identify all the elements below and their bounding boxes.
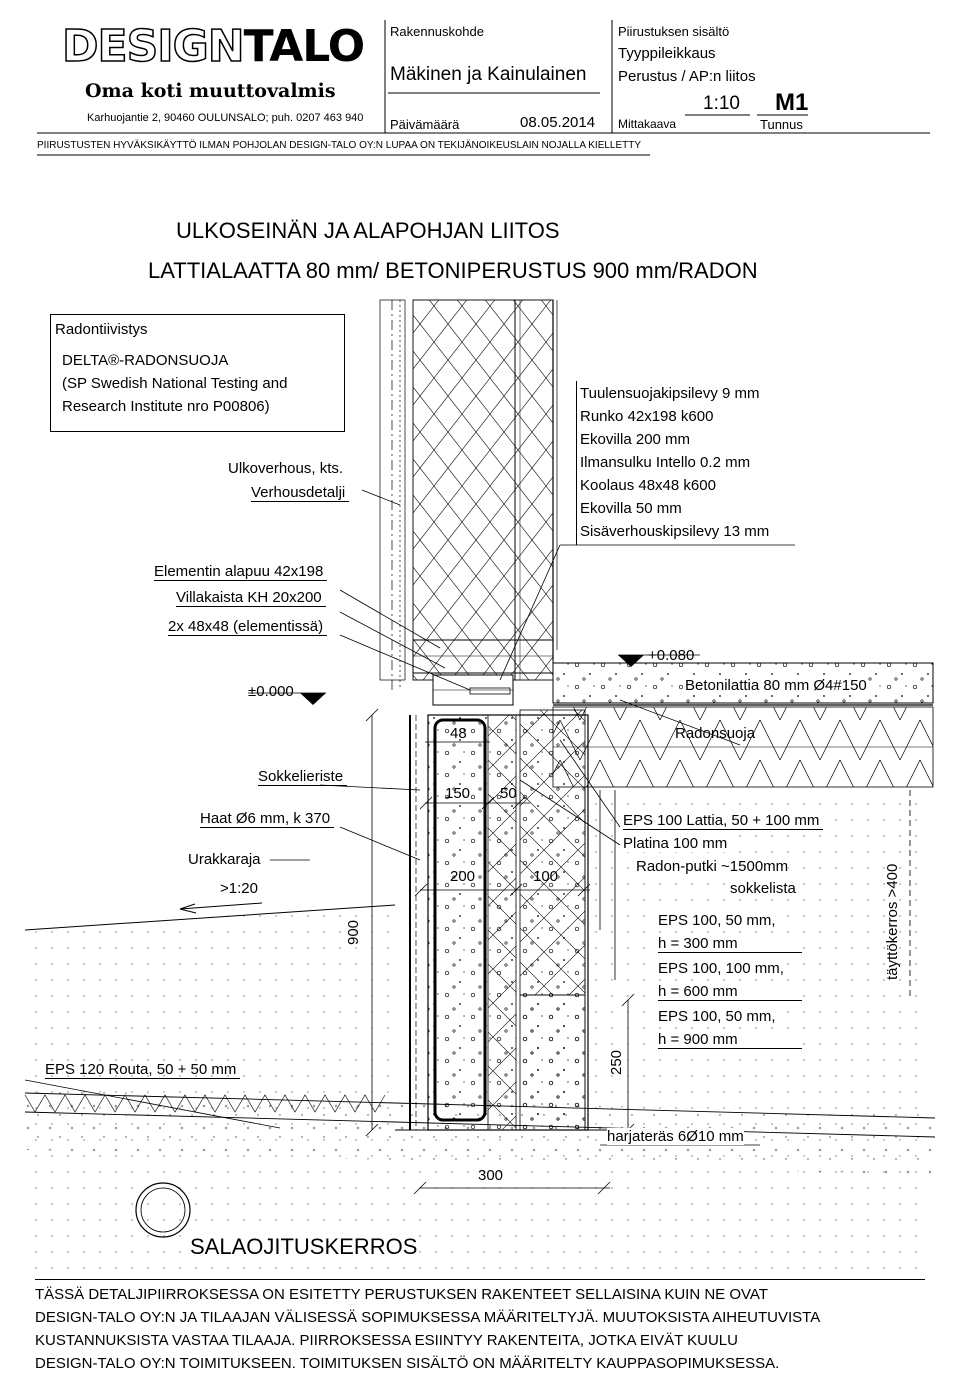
copyright-notice: PIIRUSTUSTEN HYVÄKSIKÄYTTÖ ILMAN POHJOLA… [37, 140, 642, 151]
eps-c-line1: EPS 100, 50 mm, [658, 1008, 776, 1025]
contents-line1: Tyyppileikkaus [618, 45, 716, 62]
footer-line-3: KUSTANNUKSISTA VASTAA TILAAJA. PIIRROKSE… [35, 1332, 738, 1349]
wool-strip-label: Villakaista KH 20x200 [176, 589, 326, 607]
wall-layer-2: Runko 42x198 k600 [580, 408, 714, 425]
cladding-label-1: Ulkoverhous, kts. [228, 460, 344, 477]
ground-line [24, 904, 396, 931]
wall-layer-5: Koolaus 48x48 k600 [580, 477, 716, 494]
date-label: Päivämäärä [390, 117, 460, 132]
wall-layer-4: Ilmansulku Intello 0.2 mm [580, 454, 751, 471]
radon-product: DELTA®-RADONSUOJA [62, 352, 229, 369]
floor-insulation [552, 706, 934, 788]
title-block-frame [37, 20, 930, 156]
wall-layer-3: Ekovilla 200 mm [580, 431, 691, 448]
rebar-label: harjateräs 6Ø10 mm [607, 1128, 744, 1145]
logo-design-text: DESIGN [61, 21, 245, 72]
cladding-label-2: Verhousdetalji [251, 484, 350, 502]
dim-200: 200 [450, 868, 476, 885]
wall-layer-6: Ekovilla 50 mm [580, 500, 682, 517]
contents-label: Piirustuksen sisältö [618, 24, 730, 39]
footer-rule [35, 1279, 925, 1280]
concrete-floor-label: Betonilattia 80 mm Ø4#150 [685, 677, 867, 694]
frost-insulation-label: EPS 120 Routa, 50 + 50 mm [45, 1061, 241, 1079]
scale-label: Mittakaava [618, 117, 677, 131]
drainage-layer-label: SALAOJITUSKERROS [190, 1234, 418, 1260]
wall-section [379, 299, 558, 690]
drawing-id-label: Tunnus [760, 117, 803, 132]
slope-label: >1:20 [220, 880, 258, 897]
contract-limit-label: Urakkaraja [188, 851, 261, 868]
radon-heading: Radontiivistys [55, 321, 148, 338]
dimension-lines [24, 489, 795, 1195]
radon-certifier-1: (SP Swedish National Testing and [62, 375, 288, 392]
level-zero-label: ±0.000 [248, 683, 294, 700]
eps-floor-label: EPS 100 Lattia, 50 + 100 mm [623, 812, 824, 830]
eps-b-line2: h = 600 mm [658, 983, 802, 1001]
dim-300: 300 [478, 1167, 504, 1184]
wall-layers-list: Tuulensuojakipsilevy 9 mm Runko 42x198 k… [580, 385, 769, 546]
dim-250: 250 [608, 1049, 625, 1075]
dim-150: 150 [445, 785, 471, 802]
floor-level-label: +0.080 [648, 647, 695, 664]
drawing-title-line1: ULKOSEINÄN JA ALAPOHJAN LIITOS [176, 218, 560, 243]
battens-label: 2x 48x48 (elementissä) [168, 618, 328, 636]
logo-talo-text: TALO [243, 21, 366, 72]
dim-900: 900 [345, 919, 362, 945]
company-slogan: Oma koti muuttovalmis [85, 80, 336, 102]
radon-box [50, 314, 345, 432]
eps-b-line1: EPS 100, 100 mm, [658, 960, 784, 977]
fill-layer-label: täyttökerros >400 [884, 863, 901, 980]
hooks-label: Haat Ø6 mm, k 370 [200, 810, 335, 828]
radon-pipe-label-2: sokkelista [730, 880, 796, 897]
dim-48: 48 [450, 725, 467, 742]
contents-line2: Perustus / AP:n liitos [618, 68, 756, 85]
radon-pipe-label-1: Radon-putki ~1500mm [636, 858, 789, 875]
project-value: Mäkinen ja Kainulainen [390, 64, 587, 85]
drawing-title-line2: LATTIALAATTA 80 mm/ BETONIPERUSTUS 900 m… [148, 258, 758, 283]
foundation-wall [409, 709, 589, 1131]
drain-pipe [135, 1182, 191, 1238]
wall-layer-1: Tuulensuojakipsilevy 9 mm [580, 385, 760, 402]
platina-label: Platina 100 mm [623, 835, 728, 852]
plinth-insulation-label: Sokkelieriste [258, 768, 348, 786]
date-value: 08.05.2014 [520, 114, 596, 131]
slope-arrow [179, 902, 263, 914]
wall-layer-7: Sisäverhouskipsilevy 13 mm [580, 523, 770, 540]
scale-value: 1:10 [703, 93, 740, 114]
eps-stepped-insulation [584, 790, 616, 1130]
footer-line-1: TÄSSÄ DETALJIPIIRROKSESSA ON ESITETTY PE… [35, 1286, 768, 1303]
drawing-id-value: M1 [775, 89, 809, 116]
eps-c-line2: h = 900 mm [658, 1031, 802, 1049]
eps-a-line1: EPS 100, 50 mm, [658, 912, 776, 929]
dim-100: 100 [533, 868, 559, 885]
wall-layers-bracket [576, 381, 577, 545]
company-address: Karhuojantie 2, 90460 OULUNSALO; puh. 02… [87, 112, 364, 124]
footer-line-2: DESIGN-TALO OY:N JA TILAAJAN VÄLISESSÄ S… [35, 1309, 821, 1326]
floor-slab [552, 662, 934, 706]
element-bottom-label: Elementin alapuu 42x198 [154, 563, 328, 581]
project-label: Rakennuskohde [390, 24, 484, 39]
radon-certifier-2: Research Institute nro P00806) [62, 398, 270, 415]
company-logo: DESIGNTALO [61, 21, 366, 80]
eps-a-line2: h = 300 mm [658, 935, 802, 953]
radon-barrier-label: Radonsuoja [675, 725, 756, 742]
footer-line-4: DESIGN-TALO OY:N TOIMITUKSEEN. TOIMITUKS… [35, 1355, 780, 1372]
dim-50: 50 [500, 785, 517, 802]
drainage-layer [24, 1090, 936, 1175]
